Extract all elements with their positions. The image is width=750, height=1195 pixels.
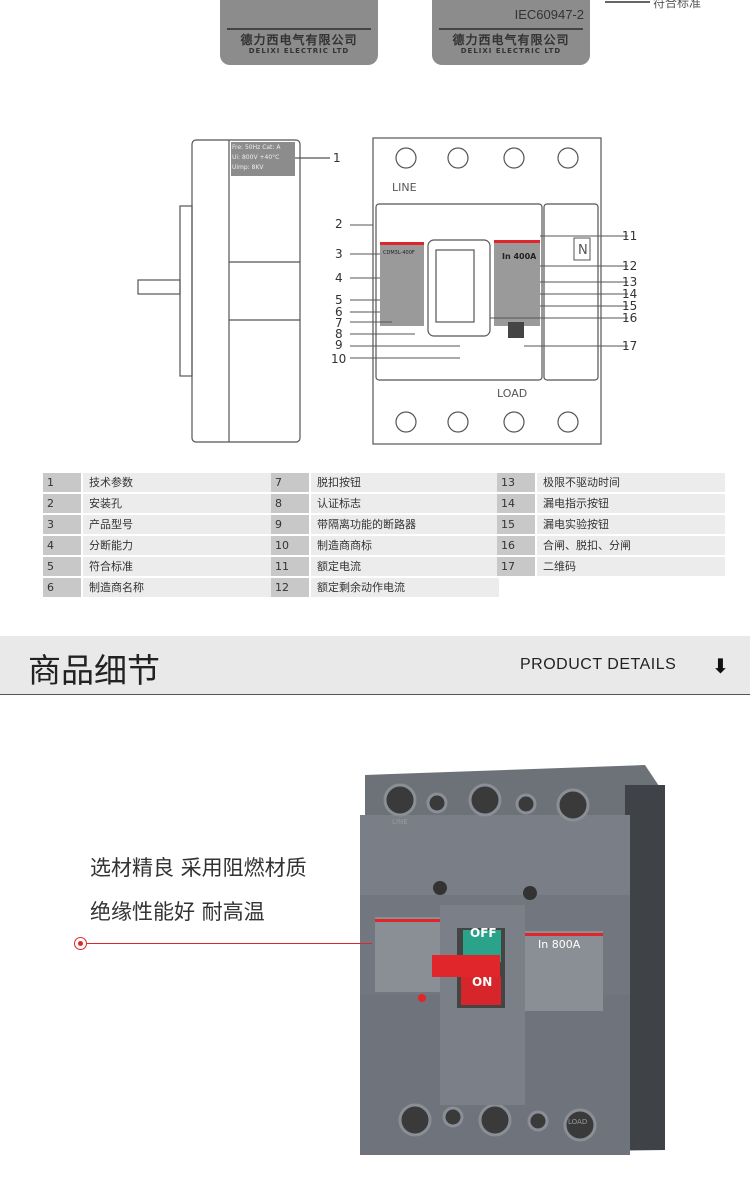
breaker-photo [360, 765, 665, 1155]
model-text: CDM3L-400F [383, 250, 415, 256]
on-label: ON [472, 975, 493, 989]
breaker-diagram: N [137, 137, 628, 445]
rating-label [231, 142, 295, 176]
product-rating: In 800A [538, 938, 581, 951]
load-label: LOAD [497, 387, 528, 400]
product-line-label: LINE [392, 818, 408, 826]
qr-code [508, 322, 524, 338]
terminal-screws [395, 147, 579, 433]
tech-params: Fre: 50Hz Cat: A Ui: 800V +40°C Uimp: 8K… [232, 144, 281, 171]
feature-text-1: 选材精良 采用阻燃材质 [90, 856, 307, 880]
section-title: 商品细节 [28, 651, 160, 690]
company-name-en: DELIXI ELECTRIC LTD [460, 47, 562, 55]
company-name-en: DELIXI ELECTRIC LTD [248, 47, 350, 55]
company-name-cn: 德力西电气有限公司 [452, 33, 570, 47]
rating-text: In 400A [502, 252, 537, 261]
arrow-down-icon: ⬇ [712, 654, 729, 678]
product-load-label: LOAD [568, 1118, 588, 1126]
arrow-left-icon [605, 1, 650, 3]
standard-annotation: 符合标准 [653, 0, 702, 10]
callout-line [87, 943, 372, 944]
standard-text: IEC60947-2 [514, 7, 584, 22]
callout-dot-icon [74, 937, 87, 950]
section-subtitle: PRODUCT DETAILS [520, 656, 677, 673]
off-label: OFF [470, 926, 497, 940]
company-name-cn: 德力西电气有限公司 [240, 33, 358, 47]
manufacturer-plate-left: 德力西电气有限公司 DELIXI ELECTRIC LTD [220, 0, 378, 65]
svg-text:N: N [578, 243, 588, 258]
feature-text-2: 绝缘性能好 耐高温 [90, 900, 265, 924]
manufacturer-plate-right: IEC60947-2 德力西电气有限公司 DELIXI ELECTRIC LTD [432, 0, 590, 65]
line-label: LINE [392, 181, 417, 194]
section-header: 商品细节 PRODUCT DETAILS ⬇ [0, 636, 750, 695]
